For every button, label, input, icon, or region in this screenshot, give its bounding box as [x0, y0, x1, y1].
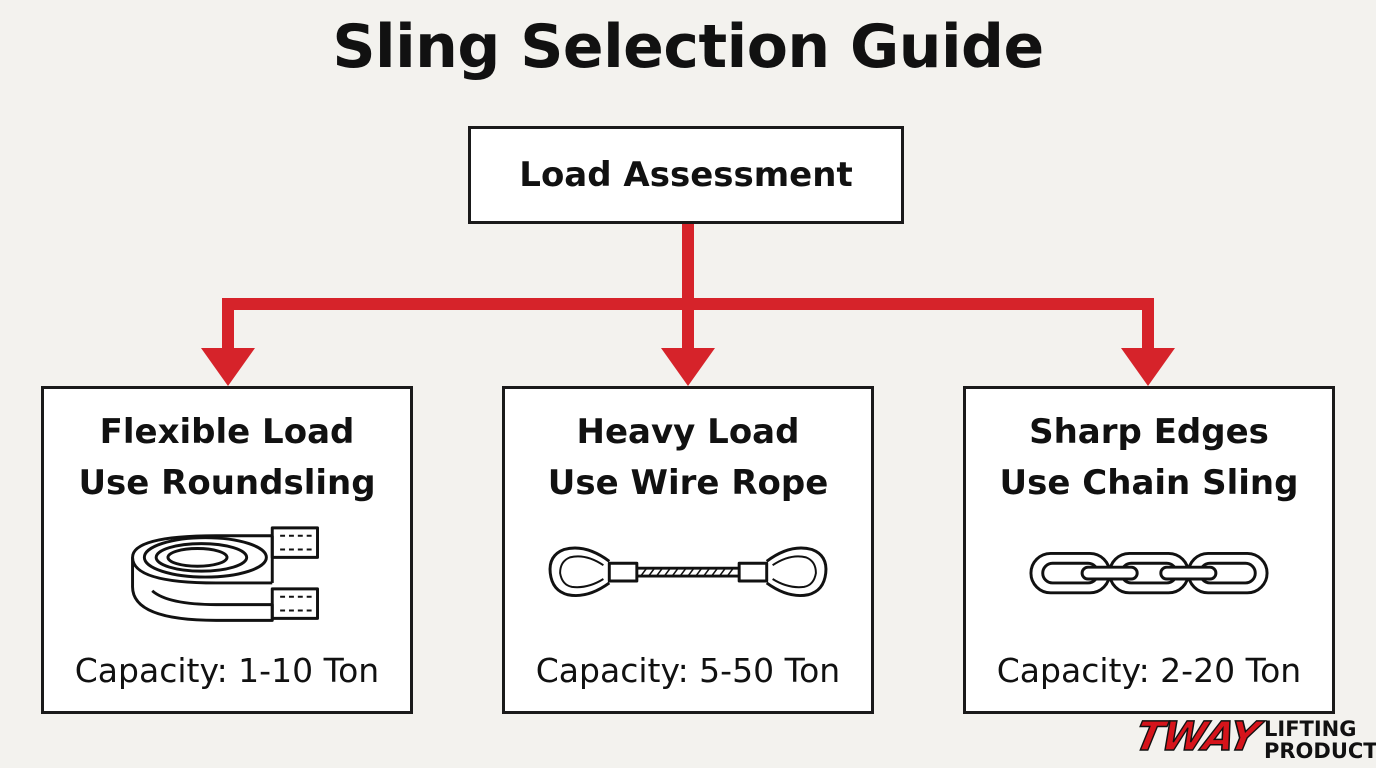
- capacity-label: Capacity: 1-10 Ton: [74, 651, 380, 690]
- company-logo: TWAY LIFTING PRODUCTS: [1130, 713, 1376, 766]
- arrow-left-icon: [201, 348, 255, 386]
- branch-recommendation: Use Wire Rope: [547, 463, 829, 503]
- branch-heading: Sharp Edges Use Chain Sling: [966, 407, 1332, 509]
- branch-recommendation: Use Roundsling: [78, 463, 376, 503]
- branch-heading: Flexible Load Use Roundsling: [44, 407, 410, 509]
- load-assessment-box: Load Assessment: [468, 126, 904, 224]
- capacity-label: Capacity: 2-20 Ton: [996, 651, 1302, 690]
- capacity-label: Capacity: 5-50 Ton: [535, 651, 841, 690]
- connector-right-stem: [1142, 298, 1154, 350]
- load-assessment-label: Load Assessment: [519, 155, 853, 195]
- branch-card-wire-rope: Heavy Load Use Wire Rope Capacity: 5-50 …: [502, 386, 874, 714]
- branch-recommendation: Use Chain Sling: [999, 463, 1299, 503]
- connector-left-stem: [222, 298, 234, 350]
- page-title: Sling Selection Guide: [332, 12, 1044, 82]
- arrow-right-icon: [1121, 348, 1175, 386]
- logo-line-1: LIFTING: [1264, 717, 1357, 741]
- branch-condition: Heavy Load: [576, 412, 800, 452]
- connector-center-stem: [682, 298, 694, 350]
- roundsling-icon: [131, 526, 319, 622]
- branch-condition: Sharp Edges: [1029, 412, 1269, 452]
- branch-condition: Flexible Load: [99, 412, 355, 452]
- branch-heading: Heavy Load Use Wire Rope: [505, 407, 871, 509]
- chain-sling-icon: [1029, 551, 1269, 595]
- connector-trunk: [682, 224, 694, 306]
- wire-rope-icon: [548, 546, 828, 597]
- logo-line-2: PRODUCTS: [1264, 739, 1376, 763]
- branch-card-chain-sling: Sharp Edges Use Chain Sling Capacity: 2-…: [963, 386, 1335, 714]
- branch-card-roundsling: Flexible Load Use Roundsling Capacity: 1…: [41, 386, 413, 714]
- arrow-center-icon: [661, 348, 715, 386]
- logo-brand: TWAY: [1130, 713, 1263, 761]
